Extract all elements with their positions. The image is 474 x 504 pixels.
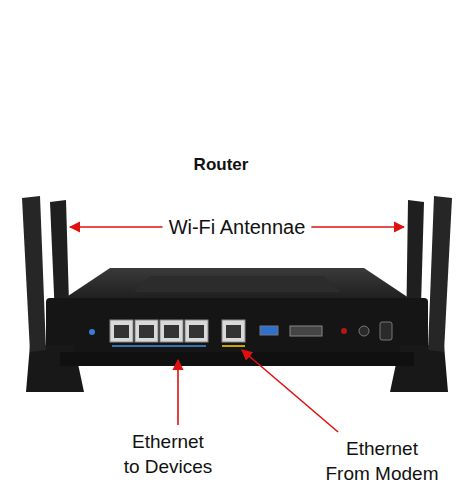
wan-port [222,320,245,342]
power-switch [380,322,392,340]
leader-arrow [242,350,338,432]
lan-stripe [112,345,206,347]
ethernet-port-socket [139,325,154,338]
leader-arrow [177,360,179,425]
reset-button [341,328,347,334]
ethernet-port [135,320,158,342]
lan-ports [110,320,208,347]
ethernet-port-socket [189,325,204,338]
leader-arrow [70,226,163,228]
leader-arrow [311,226,404,228]
ethernet-port-socket [164,325,179,338]
wan-port-socket [226,325,241,338]
title: Router [194,154,249,176]
usb-port [260,326,278,335]
router-top-panel [134,276,340,292]
ethernet-port [110,320,133,342]
status-led [89,329,95,335]
antenna [22,196,46,352]
antenna [428,196,452,352]
wan-stripe [222,345,245,347]
ethernet-port [185,320,208,342]
router-back-panel [46,298,428,356]
router-base [60,352,414,366]
callout-label: Ethernet From Modem [324,437,440,486]
router-top [62,268,412,300]
callout-label: Ethernet to Devices [122,430,213,479]
esata-port [290,326,322,336]
ethernet-port-socket [114,325,129,338]
callout-label: Wi-Fi Antennae [169,214,306,240]
ethernet-port [160,320,183,342]
power-jack [359,326,369,336]
